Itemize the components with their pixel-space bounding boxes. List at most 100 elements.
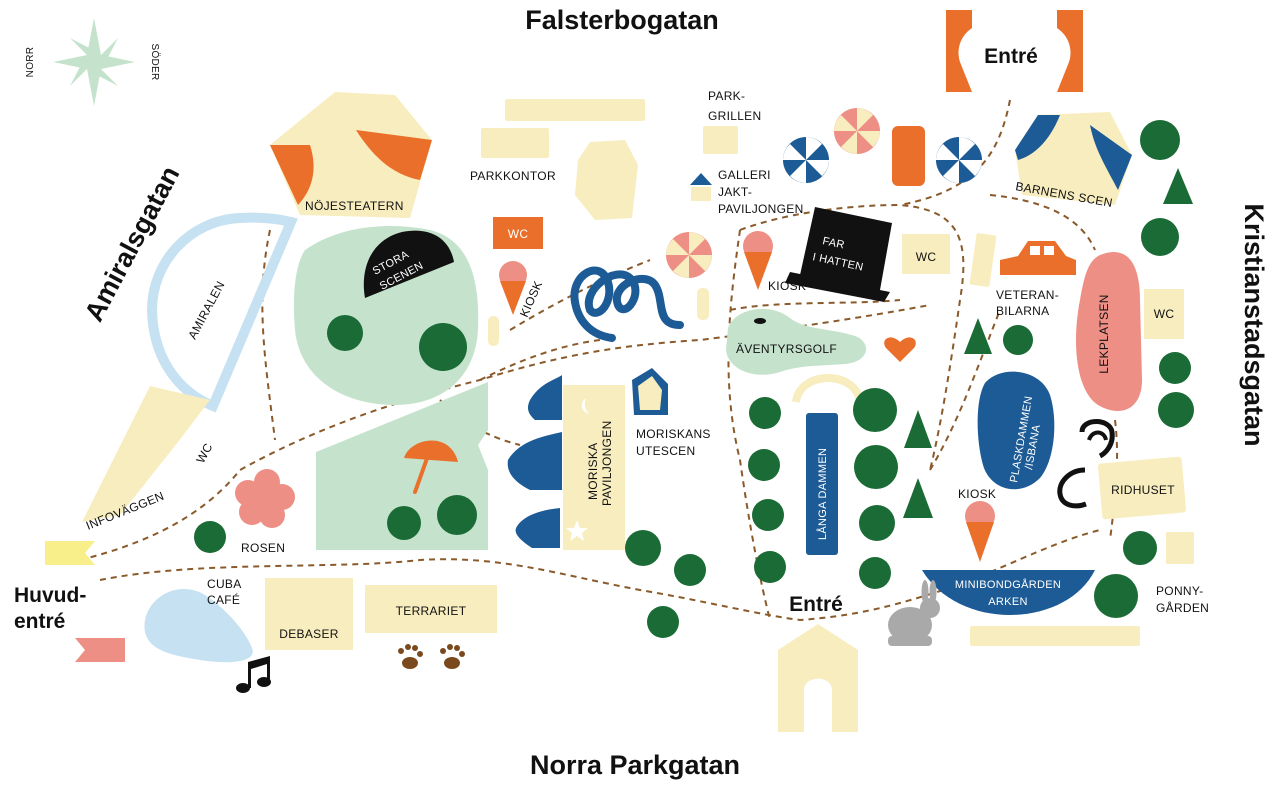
parasol-icon: [783, 137, 829, 183]
street-south: Norra Parkgatan: [530, 750, 740, 780]
nojesteatern-building: [270, 92, 432, 218]
compass-norr-label: NORR: [25, 47, 36, 78]
wc-mid-box: [493, 217, 543, 249]
aventyrsgolf-label: ÄVENTYRSGOLF: [736, 342, 837, 356]
horseshoe-icon: [1079, 419, 1115, 459]
nojesteatern-label: NÖJESTEATERN: [305, 199, 404, 213]
wc-far-right-label: WC: [1154, 307, 1175, 321]
bottom-entrance-gate: [778, 624, 858, 732]
ridhuset-building: [1097, 456, 1187, 520]
tree-icon: [904, 410, 932, 448]
ice-cream-icon: [499, 261, 527, 315]
golf-hole-icon: [754, 318, 766, 324]
street-west: Amiralsgatan: [79, 161, 186, 326]
aventyrsgolf-green: [726, 308, 867, 375]
compass-rose-icon: [53, 18, 135, 106]
wc-right-box: [902, 234, 950, 274]
moriska-paviljongen-label-1: MORISKA: [586, 443, 600, 500]
cream-post: [697, 288, 709, 320]
parasol-icon: [666, 232, 712, 278]
terrariet-label: TERRARIET: [396, 604, 467, 618]
tree-icon: [1094, 574, 1138, 618]
galleri-label-1: GALLERI: [718, 168, 771, 182]
cream-bench-top: [505, 99, 645, 121]
minibondgarden-label-2: ARKEN: [988, 596, 1027, 608]
loop-slide: [570, 266, 684, 329]
main-entrance-label-1: Huvud-: [14, 584, 86, 607]
dome-icon: [507, 375, 562, 548]
parkkontor-building: [575, 140, 638, 220]
heart-icon: [884, 337, 916, 362]
tree-icon: [327, 315, 363, 351]
parasol-icon: [834, 108, 880, 154]
top-entrance-gate: [946, 10, 1083, 92]
galleri-base: [691, 187, 711, 201]
rosen-label: ROSEN: [241, 541, 285, 555]
wc-mid-label: WC: [508, 227, 529, 241]
cream-block-ponny: [1166, 532, 1194, 564]
compass-soder-label: SÖDER: [149, 43, 161, 80]
top-entrance-label: Entré: [984, 45, 1038, 68]
house-icon: [690, 173, 712, 185]
cuba-cafe-pond: [144, 589, 253, 663]
minibondgarden-arken-ark: [922, 570, 1095, 615]
tree-group-south: [625, 530, 706, 638]
wc-left-label: WC: [193, 441, 215, 466]
terrariet-building: [365, 585, 497, 633]
barnens-curtain-left: [1015, 115, 1060, 160]
tree-icon: [1123, 531, 1157, 565]
arch-bridge: [792, 374, 864, 404]
paw-print-icon: [440, 644, 465, 669]
umbrella-icon: [404, 440, 458, 494]
bottom-entrance-label: Entré: [789, 593, 843, 616]
music-note-icon: [236, 656, 271, 693]
wc-right-label: WC: [916, 250, 937, 264]
nojesteatern-curtain-left: [270, 145, 314, 205]
tree-icon: [437, 495, 477, 535]
tree-icon: [964, 318, 992, 354]
langa-dammen-label: LÅNGA DAMMEN: [816, 448, 829, 540]
tree-icon: [1159, 352, 1191, 384]
street-north: Falsterbogatan: [525, 5, 719, 35]
flag-icon: [75, 638, 125, 662]
infovaggen-wall: [82, 386, 210, 522]
moriskans-utescen-label-2: UTESCEN: [636, 444, 695, 458]
galleri-label-3: PAVILJONGEN: [718, 202, 804, 216]
rabbit-icon: [888, 580, 940, 646]
stora-scenen-stage: [363, 230, 454, 298]
tree-icon: [419, 323, 467, 371]
tree-icon: [1003, 325, 1033, 355]
parkgrillen-label-2: GRILLEN: [708, 109, 761, 123]
wc-far-right-box: [1144, 289, 1184, 339]
cream-bench-bottom-right: [970, 626, 1140, 646]
loop-slide-start: [571, 298, 616, 342]
horseshoe-icon: [1057, 467, 1087, 509]
kiosk-right-label: KIOSK: [958, 487, 996, 501]
moriskans-utescen-tent: [632, 368, 668, 415]
tree-icon: [1158, 392, 1194, 428]
veteranbilarna-label-1: VETERAN-: [996, 288, 1059, 302]
galleri-label-2: JAKT-: [718, 185, 752, 199]
debaser-label: DEBASER: [279, 627, 338, 641]
paw-print-icon: [398, 644, 423, 669]
lekplatsen-area: [1075, 252, 1142, 412]
veteranbilarna-label-2: BILARNA: [996, 304, 1049, 318]
orange-block: [892, 126, 925, 186]
tree-group-langa: [748, 388, 898, 589]
amiralen-arc: [146, 212, 298, 413]
tree-icon: [194, 521, 226, 553]
cream-post-left: [488, 316, 499, 346]
street-east: Kristianstadsgatan: [1239, 203, 1269, 446]
flower-icon: [235, 469, 295, 528]
parkgrillen-label-1: PARK-: [708, 89, 745, 103]
tree-icon: [387, 506, 421, 540]
ice-cream-icon: [743, 231, 773, 290]
ridhuset-label: RIDHUSET: [1111, 483, 1175, 497]
cream-block-parkkontor: [481, 128, 549, 158]
parkkontor-label: PARKKONTOR: [470, 169, 556, 183]
nojesteatern-curtain-right: [356, 130, 432, 180]
tree-icon: [903, 478, 933, 518]
minibondgarden-label-1: MINIBONDGÅRDEN: [955, 578, 1061, 591]
star-icon: [566, 520, 588, 541]
